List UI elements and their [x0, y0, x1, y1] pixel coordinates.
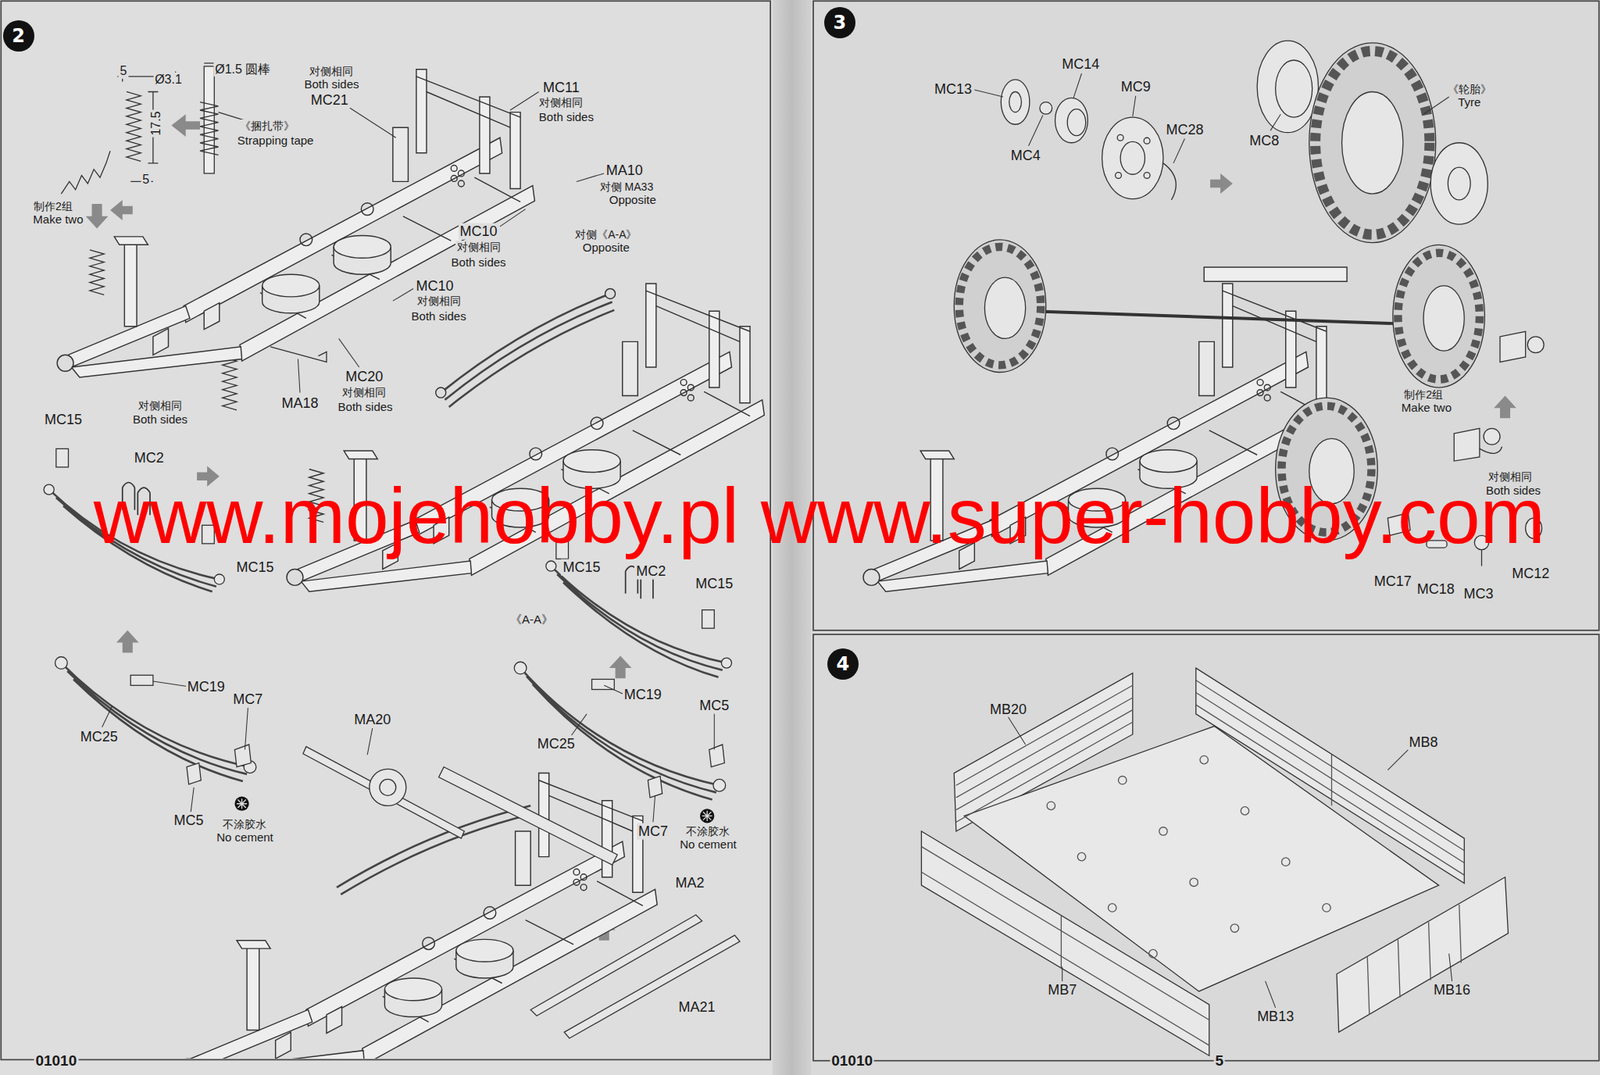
step-number: 3 [824, 7, 856, 39]
part-number: MC9 [1119, 78, 1153, 96]
watermark: www.mojehobby.pl www.super-hobby.com [92, 476, 1547, 555]
note-text: Opposite [581, 241, 632, 255]
note-text-zh: 对侧相同 [307, 64, 355, 78]
note-text-zh: 对侧《A-A》 [573, 228, 639, 241]
part-number: MC15 [693, 575, 735, 593]
part-number: MC14 [1060, 56, 1101, 73]
part-number: MB7 [1046, 982, 1079, 999]
note-text-zh: 不涂胶水 [684, 825, 732, 838]
part-number: MC13 [932, 80, 974, 97]
note-text: No cement [214, 831, 275, 845]
part-number: MC10 [458, 223, 500, 240]
note-text-zh: 制作2组 [32, 200, 75, 213]
part-number: MC15 [560, 559, 602, 576]
note-text: Both sides [302, 78, 361, 92]
note-text: Both sides [537, 110, 596, 125]
step-number-text: 4 [835, 653, 850, 675]
part-number: MC28 [1164, 121, 1205, 139]
step-number-text: 2 [11, 25, 25, 47]
part-number: MA21 [677, 999, 718, 1016]
page-number: 01010 [33, 1052, 79, 1070]
note-text-zh: 对侧相同 [537, 96, 585, 109]
part-number: MA2 [673, 874, 706, 891]
note-text: Make two [31, 212, 85, 226]
dimension: Ø3.1 [153, 72, 184, 87]
part-number: MA20 [352, 710, 393, 728]
note-text-zh: 《轮胎》 [1446, 82, 1493, 96]
dimension: 5 [140, 172, 151, 187]
note-text-zh: 《捆扎带》 [238, 119, 297, 133]
step-number-text: 3 [833, 11, 847, 34]
part-number: MC2 [634, 563, 668, 580]
note-text-zh: 对侧相同 [136, 398, 184, 411]
part-number: MC5 [172, 812, 206, 829]
step-number: 4 [827, 648, 859, 680]
part-number: MC7 [231, 690, 265, 708]
note-text: 《A-A》 [508, 612, 555, 626]
part-number: MC20 [343, 368, 385, 386]
part-number: MC11 [541, 79, 582, 97]
part-number: MB8 [1407, 733, 1440, 750]
note-text: Both sides [410, 309, 468, 323]
note-text: Tyre [1456, 95, 1483, 109]
part-number: MC10 [414, 277, 455, 294]
note-text-zh: 对侧相同 [415, 294, 463, 308]
note-text-zh: 对侧相同 [340, 385, 388, 399]
part-number: MC7 [636, 823, 670, 840]
note-text-zh: 对侧 MA33 [598, 180, 655, 193]
note-text-zh: 对侧相同 [455, 240, 503, 254]
note-text: Strapping tape [235, 134, 316, 148]
part-number: MA18 [279, 395, 320, 412]
part-number: MC25 [535, 735, 577, 753]
note-text-zh: 不涂胶水 [221, 817, 268, 831]
part-number: MC25 [78, 728, 120, 746]
part-number: MC12 [1510, 565, 1551, 583]
part-number: MC19 [622, 686, 664, 704]
part-number: MA10 [604, 162, 645, 179]
part-number: MC21 [309, 92, 350, 109]
note-text-zh: 制作2组 [1402, 388, 1445, 401]
part-number: MB20 [988, 700, 1029, 718]
note-text: Opposite [607, 192, 658, 207]
part-number: MC4 [1009, 146, 1043, 164]
part-number: MC15 [42, 410, 84, 428]
part-number: MC15 [235, 559, 276, 576]
dimension: 5 [118, 64, 129, 79]
part-number: MC8 [1247, 132, 1281, 150]
part-number: MB13 [1255, 1008, 1296, 1025]
dimension: 17.5 [149, 109, 164, 137]
part-number: MC19 [185, 678, 227, 696]
page-number: 5 [1214, 1052, 1226, 1070]
part-number: MB16 [1432, 982, 1472, 999]
part-number: MC18 [1415, 580, 1457, 597]
page-number: 01010 [829, 1052, 875, 1070]
part-number: MC17 [1372, 573, 1414, 590]
part-number: MC3 [1462, 585, 1496, 603]
part-number: MC2 [132, 450, 166, 467]
note-text: Both sides [131, 412, 190, 426]
note-text: No cement [678, 838, 739, 852]
step-number: 2 [3, 20, 35, 52]
note-text: Make two [1400, 401, 1454, 415]
note-text: Both sides [336, 400, 395, 415]
note-text: Both sides [450, 255, 508, 269]
dimension: Ø1.5 圆棒 [213, 62, 272, 77]
part-number: MC5 [697, 696, 731, 714]
